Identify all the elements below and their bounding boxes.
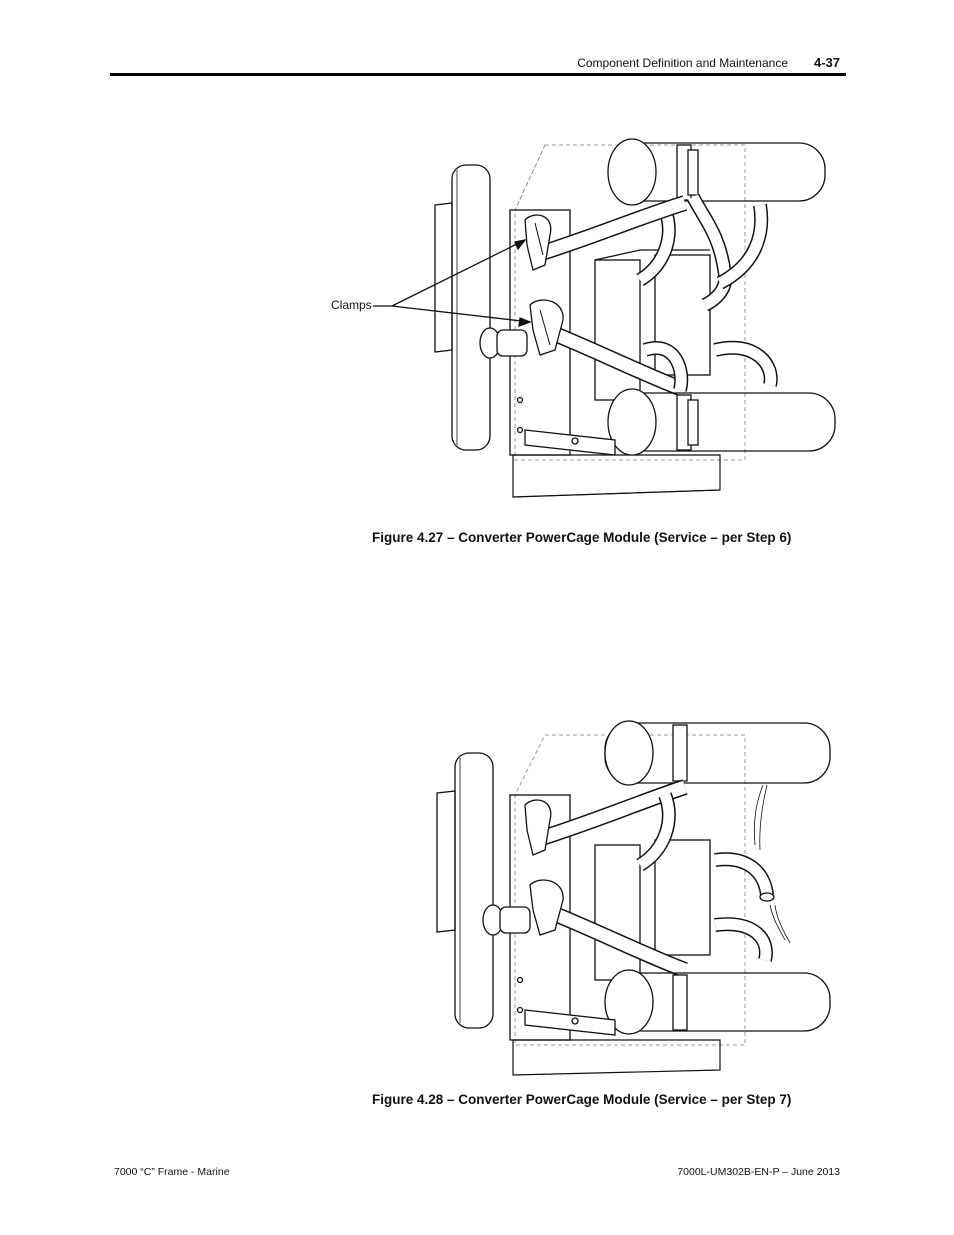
header-section-title: Component Definition and Maintenance (577, 56, 788, 70)
figure-caption: Figure 4.27 – Converter PowerCage Module… (372, 530, 792, 545)
figure-caption: Figure 4.28 – Converter PowerCage Module… (372, 1092, 792, 1107)
footer-publication: 7000L-UM302B-EN-P – June 2013 (677, 1166, 840, 1178)
header-rule (110, 73, 846, 76)
clamps-callout-label: Clamps (331, 298, 372, 312)
clamps-leader-lines (373, 239, 532, 327)
figure-4-28-drawing (415, 715, 845, 1080)
page-number: 4-37 (813, 55, 840, 70)
footer-product: 7000 “C” Frame - Marine (114, 1166, 230, 1178)
figure-4-27-drawing (415, 125, 845, 510)
